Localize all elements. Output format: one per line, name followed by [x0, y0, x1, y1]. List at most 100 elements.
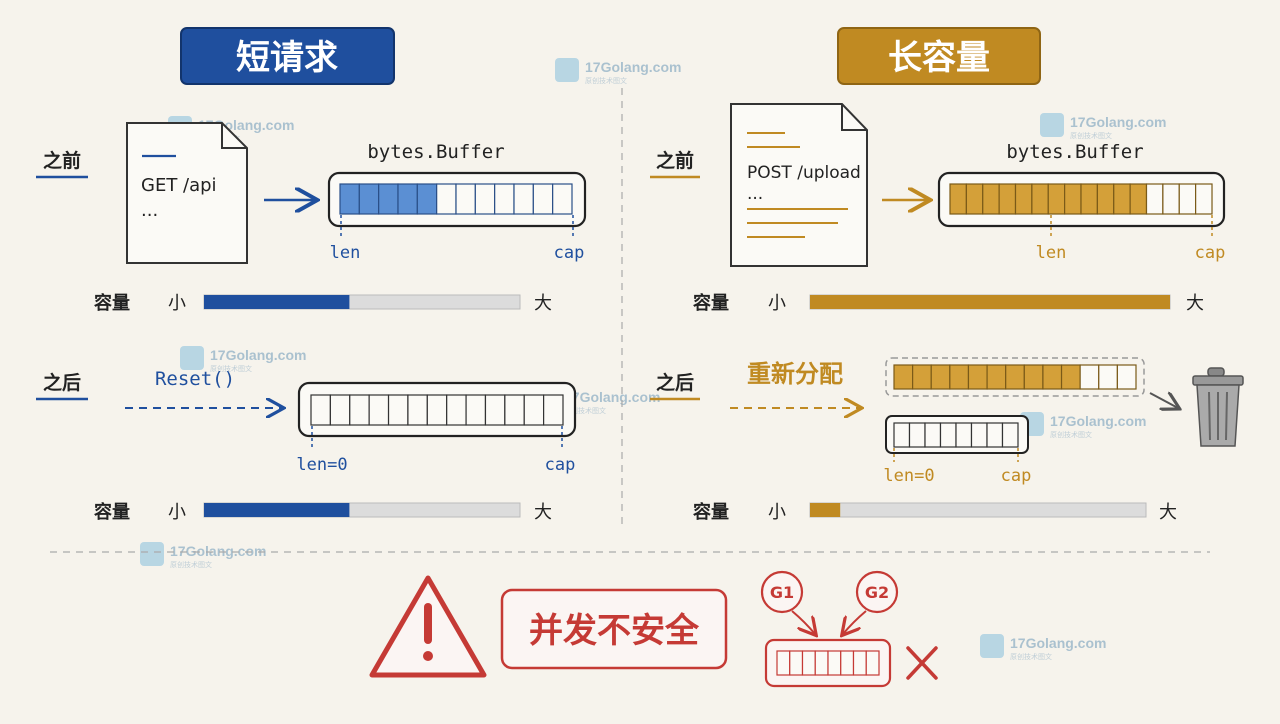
buffer-cell: [908, 422, 926, 448]
buffer-cell: [455, 183, 476, 215]
buffer-cell: [1060, 364, 1081, 390]
right-cap-label: cap: [1195, 243, 1226, 263]
left-title: 短请求: [236, 38, 338, 78]
buffer-cell: [1079, 364, 1100, 390]
watermark-subtitle: 原创技术图文: [1010, 652, 1052, 661]
buffer-cell: [474, 183, 496, 215]
buffer-cell: [1145, 183, 1164, 215]
right-capacity-track-2: [809, 502, 1147, 518]
buffer-cell: [998, 183, 1017, 215]
buffer-cell: [494, 183, 515, 215]
g1-label: G1: [770, 583, 794, 602]
right-new-buffer-cells: [893, 422, 1019, 448]
buffer-cell: [982, 183, 1000, 215]
left-capacity-fill-1: [204, 295, 350, 309]
right-small-label-2: 小: [768, 502, 786, 523]
right-capacity-label: 容量: [693, 292, 729, 314]
buffer-cell: [368, 394, 390, 426]
buffer-cell: [865, 650, 880, 676]
watermark-site: 17Golang.com: [1070, 114, 1166, 130]
watermark-site: 17Golang.com: [210, 347, 306, 363]
right-before-label: 之前: [656, 149, 694, 172]
buffer-cell: [776, 650, 791, 676]
left-document-fold: [221, 123, 247, 149]
buffer-cell: [893, 422, 911, 448]
left-doc-line2: ...: [141, 200, 158, 221]
right-realloc-label: 重新分配: [747, 360, 843, 388]
buffer-cell: [1014, 183, 1033, 215]
trash-can-icon: [1192, 367, 1244, 447]
watermark-site: 17Golang.com: [170, 543, 266, 559]
left-title-badge: [180, 27, 395, 85]
left-cap-label-after: cap: [545, 455, 576, 475]
watermark-site: 17Golang.com: [585, 59, 681, 75]
buffer-cell: [339, 183, 360, 215]
right-large-label: 大: [1186, 293, 1204, 314]
buffer-cell: [1098, 364, 1118, 390]
right-document-fold: [841, 104, 867, 131]
buffer-cell: [1178, 183, 1197, 215]
left-cap-label: cap: [554, 243, 585, 263]
left-capacity-label-2: 容量: [94, 501, 130, 523]
right-discard-arrow: [1149, 393, 1178, 408]
left-capacity-fill-2: [204, 503, 350, 517]
watermark-subtitle: 原创技术图文: [210, 364, 252, 373]
buffer-cell: [893, 364, 914, 390]
buffer-cell: [986, 422, 1004, 448]
right-capacity-label-2: 容量: [693, 501, 729, 523]
warning-badge: [500, 588, 728, 670]
buffer-cell: [801, 650, 816, 676]
watermark-site: 17Golang.com: [1050, 413, 1146, 429]
buffer-cell: [465, 394, 487, 426]
right-old-buffer-cells: [893, 364, 1137, 390]
buffer-cell: [1080, 183, 1098, 215]
buffer-cell: [1031, 183, 1049, 215]
left-buffer-after-cells: [310, 394, 564, 426]
buffer-cell: [949, 183, 967, 215]
warning-text: 并发不安全: [529, 611, 700, 651]
right-after-label: 之后: [656, 371, 694, 394]
buffer-cell: [955, 422, 973, 448]
buffer-cell: [814, 650, 829, 676]
watermark-logo-icon: [140, 542, 164, 566]
buffer-cell: [1023, 364, 1044, 390]
buffer-cell: [1042, 364, 1063, 390]
buffer-cell: [965, 183, 984, 215]
buffer-cell: [329, 394, 351, 426]
buffer-cell: [924, 422, 942, 448]
buffer-cell: [970, 422, 988, 448]
left-large-label: 大: [534, 293, 552, 314]
bottom-section: 并发不安全 G1 G2: [369, 570, 938, 688]
buffer-cell: [986, 364, 1007, 390]
right-capacity-fill-1: [810, 295, 1170, 309]
watermark-subtitle: 原创技术图文: [1050, 430, 1092, 439]
watermark-site: 17Golang.com: [1010, 635, 1106, 651]
buffer-cell: [532, 183, 554, 215]
buffer-cell: [1005, 364, 1025, 390]
left-before-label: 之前: [43, 149, 81, 172]
left-doc-line1: GET /api: [141, 175, 217, 196]
buffer-cell: [1129, 183, 1148, 215]
left-small-label: 小: [168, 293, 186, 314]
buffer-cell: [543, 394, 564, 426]
right-title-badge: [837, 27, 1041, 85]
watermark-subtitle: 原创技术图文: [585, 76, 627, 85]
buffer-cell: [1047, 183, 1066, 215]
left-panel: 短请求 之前 GET /api ... bytes.Buffer len cap…: [36, 27, 587, 523]
g2-arrow: [843, 610, 867, 634]
right-capacity-fill-2: [810, 503, 841, 517]
watermark-subtitle: 原创技术图文: [170, 560, 212, 569]
left-small-label-2: 小: [168, 502, 186, 523]
buffer-cell: [852, 650, 867, 676]
right-buffer-before-cells: [949, 183, 1213, 215]
buffer-cell: [358, 183, 380, 215]
left-len-label: len: [330, 243, 361, 263]
right-doc-line1: POST /upload: [747, 163, 861, 183]
